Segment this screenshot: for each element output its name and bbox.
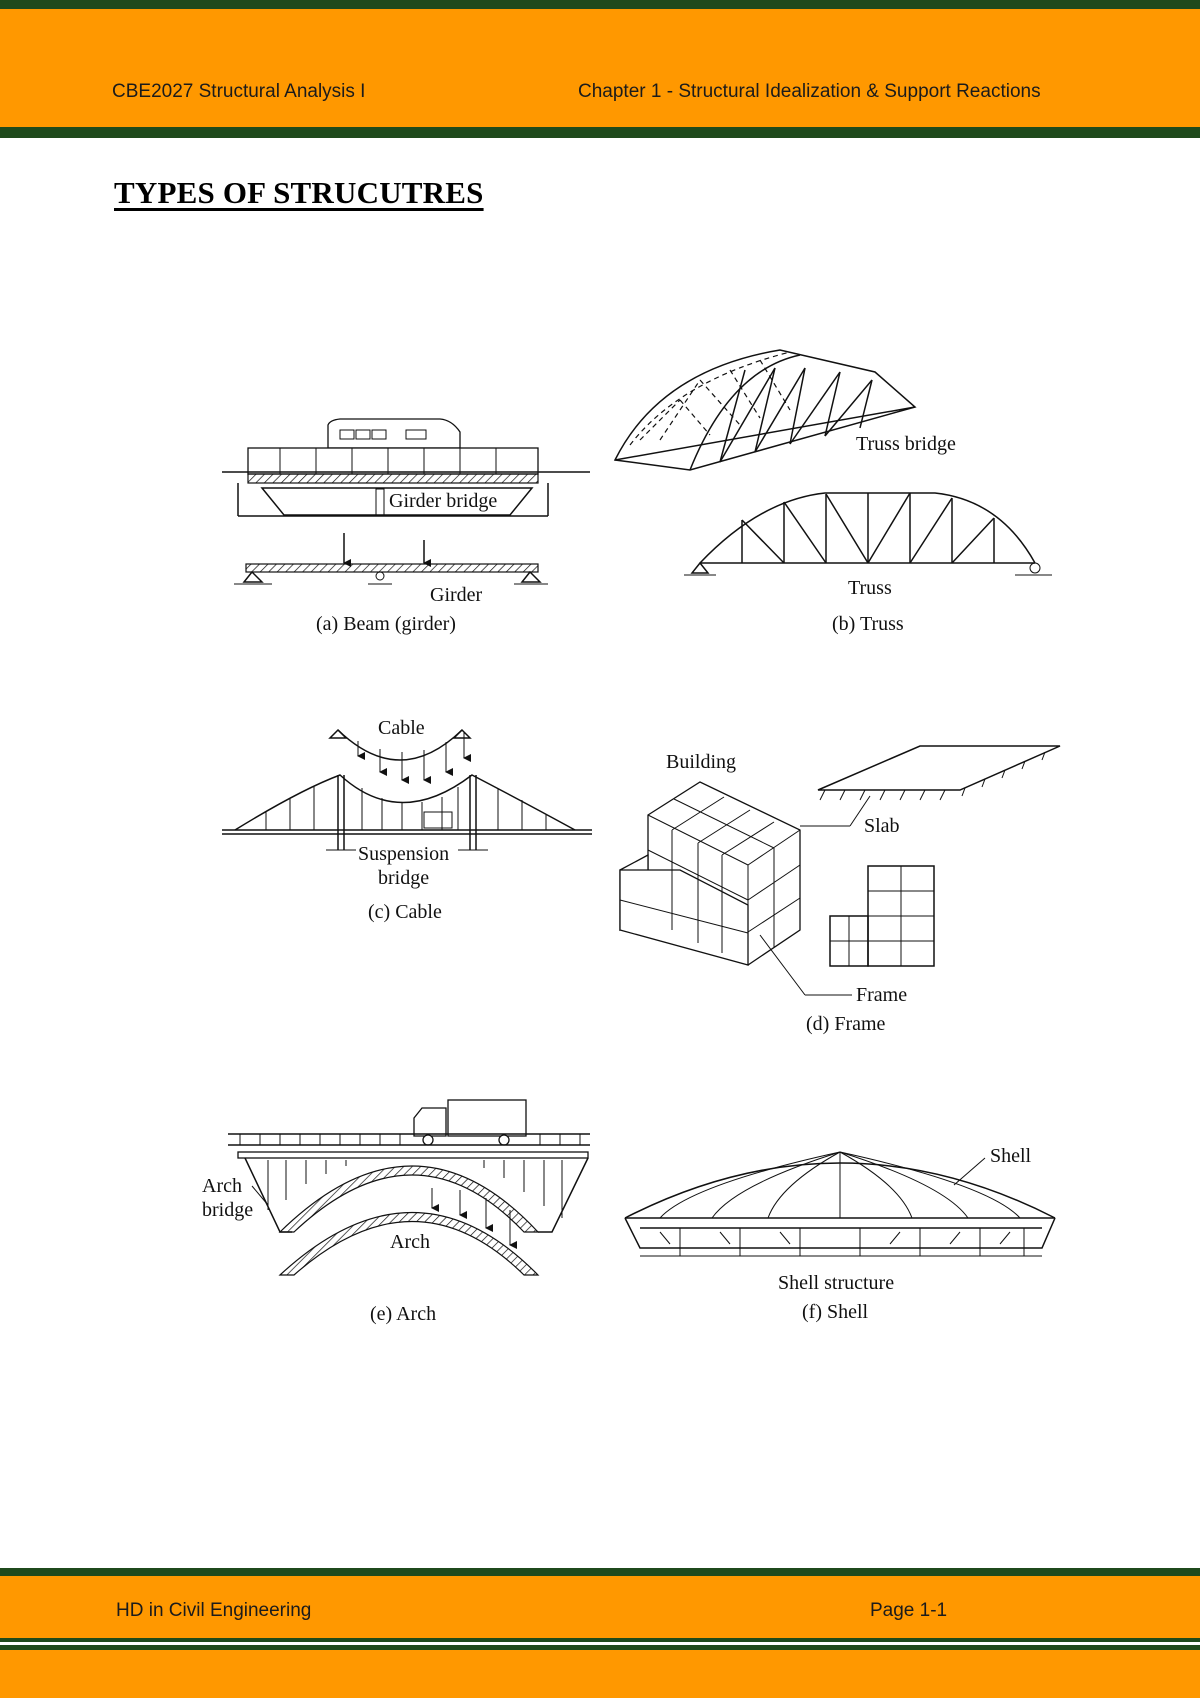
slab-label: Slab <box>864 815 900 837</box>
header-band <box>0 9 1200 127</box>
girder-bridge-label: Girder bridge <box>389 490 497 512</box>
arch-bridge-label-2: bridge <box>202 1199 253 1221</box>
suspension-label: Suspension <box>358 843 449 865</box>
footer-lower-rule <box>0 1645 1200 1650</box>
shell-structure-label: Shell structure <box>778 1272 894 1294</box>
footer-mid-rule <box>0 1638 1200 1642</box>
header-top-rule <box>0 0 1200 9</box>
beam-caption: (a) Beam (girder) <box>316 613 456 635</box>
frame-figure: Building Slab Frame (d) Frame <box>619 745 1061 1035</box>
cable-caption: (c) Cable <box>368 901 442 923</box>
page-title: TYPES OF STRUCUTRES <box>114 175 484 210</box>
frame-caption: (d) Frame <box>806 1013 886 1035</box>
cable-figure: Cable Suspension bridge (c) Cable <box>222 717 592 923</box>
cable-label: Cable <box>378 717 425 739</box>
shell-figure: Shell Shell structure (f) Shell <box>624 1145 1056 1323</box>
header-bottom-rule <box>0 127 1200 138</box>
arch-figure: Arch bridge Arch (e) Arch <box>202 1099 590 1325</box>
truss-label: Truss <box>848 577 892 599</box>
footer-band <box>0 1576 1200 1638</box>
header-course: CBE2027 Structural Analysis I <box>112 81 366 102</box>
arch-label: Arch <box>390 1231 430 1253</box>
truss-figure: Truss bridge Truss (b) Truss <box>613 349 1052 635</box>
footer-top-rule <box>0 1568 1200 1576</box>
header-chapter: Chapter 1 - Structural Idealization & Su… <box>578 81 1041 102</box>
suspension-bridge-label: bridge <box>378 867 429 889</box>
truss-bridge-label: Truss bridge <box>856 433 956 455</box>
girder-label: Girder <box>430 584 483 606</box>
arch-caption: (e) Arch <box>370 1303 436 1325</box>
shell-label: Shell <box>990 1145 1032 1167</box>
footer-program: HD in Civil Engineering <box>116 1600 312 1621</box>
arch-bridge-label-1: Arch <box>202 1175 242 1197</box>
building-label: Building <box>666 751 736 773</box>
beam-girder-figure: Girder bridge Girder (a) Beam (girder) <box>222 418 590 635</box>
shell-caption: (f) Shell <box>802 1301 869 1323</box>
footer-white-gap <box>0 1642 1200 1645</box>
frame-label: Frame <box>856 984 907 1006</box>
footer-bottom-band <box>0 1650 1200 1698</box>
footer-page-number: Page 1-1 <box>870 1600 948 1621</box>
arch-truck-icon <box>413 1099 527 1146</box>
truss-caption: (b) Truss <box>832 613 904 635</box>
